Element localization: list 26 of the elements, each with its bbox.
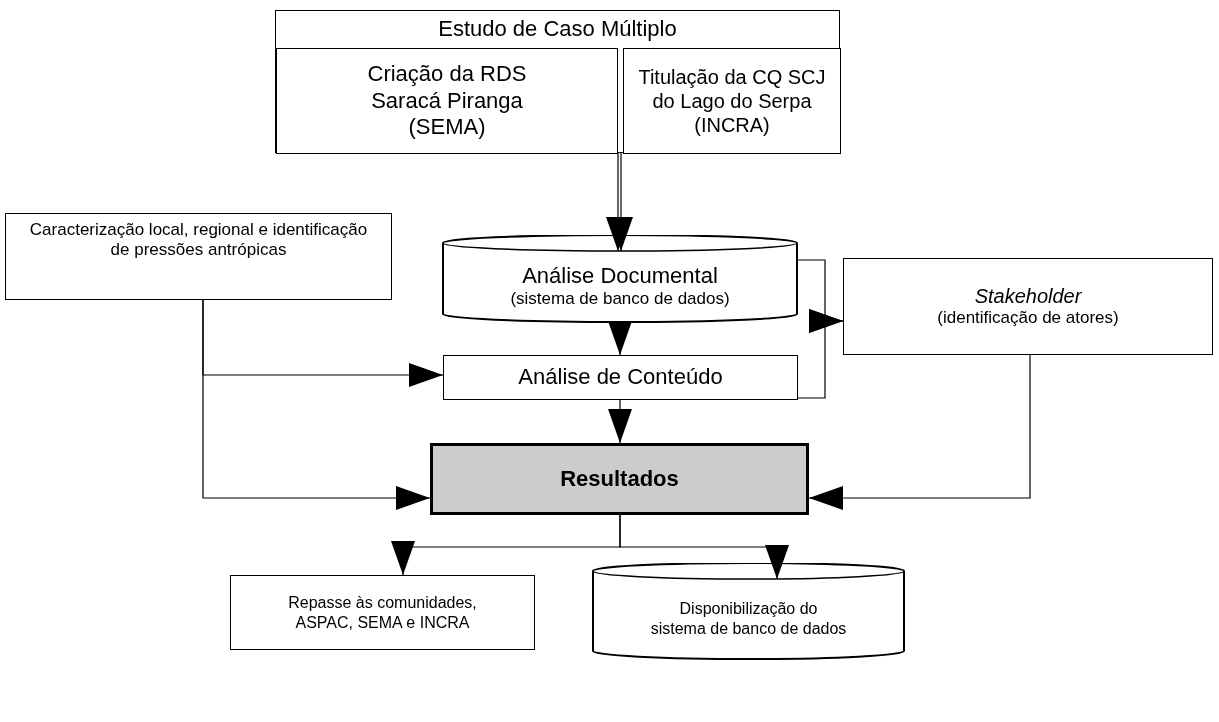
node-label: Caracterização local, regional e identificação de pressões antrópicas (28, 220, 369, 261)
node-label: Estudo de Caso Múltiplo (438, 15, 677, 42)
process-box (623, 48, 841, 154)
process-box (276, 48, 618, 154)
node-label: Análise de Conteúdo (518, 364, 723, 391)
process-box (843, 258, 1213, 355)
result-box (430, 443, 809, 515)
node-label: Resultados (560, 465, 679, 493)
node-label: (identificação de atores) (937, 308, 1119, 329)
process-box (230, 575, 535, 650)
node-label: Stakeholder (974, 284, 1082, 309)
arrow (808, 354, 1031, 510)
node-label: Criação da RDS Saracá Piranga (SEMA) (366, 61, 528, 141)
process-box (443, 355, 798, 400)
node-label: (sistema de banco de dados) (510, 289, 730, 310)
process-box (5, 213, 392, 300)
arrow (608, 321, 632, 356)
arrow (202, 299, 431, 510)
arrow (608, 399, 632, 444)
node-label: Titulação da CQ SCJ do Lago do Serpa (INCRA) (637, 65, 827, 137)
node-label: Repasse às comunidades, ASPAC, SEMA e INCRA (287, 593, 478, 632)
process-box (275, 10, 840, 153)
node-label: Disponibilização do sistema de banco de dados (650, 599, 847, 638)
node-label: Análise Documental (522, 262, 718, 289)
arrow (797, 309, 844, 399)
arrow (619, 514, 789, 580)
